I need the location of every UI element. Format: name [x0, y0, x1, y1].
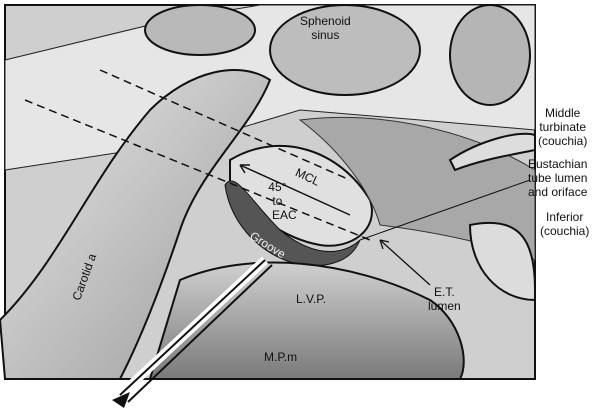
carotid-artery — [0, 69, 272, 380]
label-line: to — [272, 194, 283, 208]
label-line: 45° — [268, 180, 287, 194]
label-line: Eustachian — [528, 157, 588, 171]
label-line: sinus — [311, 28, 340, 42]
label-eustachian-tube: Eustachian tube lumen and oriface — [528, 157, 587, 199]
label-line: tube lumen — [528, 171, 588, 185]
label-line: E.T. — [434, 285, 455, 299]
label-angle-to-eac: 45° to EAC — [258, 180, 297, 222]
probe-instrument — [119, 259, 266, 396]
label-sphenoid-sinus: Sphenoid sinus — [300, 14, 351, 42]
label-line: Inferior — [546, 210, 584, 224]
label-et-lumen: E.T. lumen — [428, 285, 461, 313]
label-line: lumen — [428, 299, 461, 313]
label-inferior: Inferior (couchia) — [540, 210, 589, 238]
label-middle-turbinate: Middle turbinate (couchia) — [538, 106, 587, 148]
label-line: (couchia) — [538, 134, 588, 148]
label-line: turbinate — [539, 120, 587, 134]
label-line: (couchia) — [540, 224, 590, 238]
label-lvp: L.V.P. — [296, 292, 327, 306]
label-line: EAC — [272, 208, 297, 222]
label-mpm: M.P.m — [264, 350, 298, 364]
label-line: and oriface — [528, 185, 588, 199]
sphenoid-sinus-shape — [269, 4, 421, 96]
label-line: Middle — [545, 106, 581, 120]
label-line: Sphenoid — [300, 14, 351, 28]
